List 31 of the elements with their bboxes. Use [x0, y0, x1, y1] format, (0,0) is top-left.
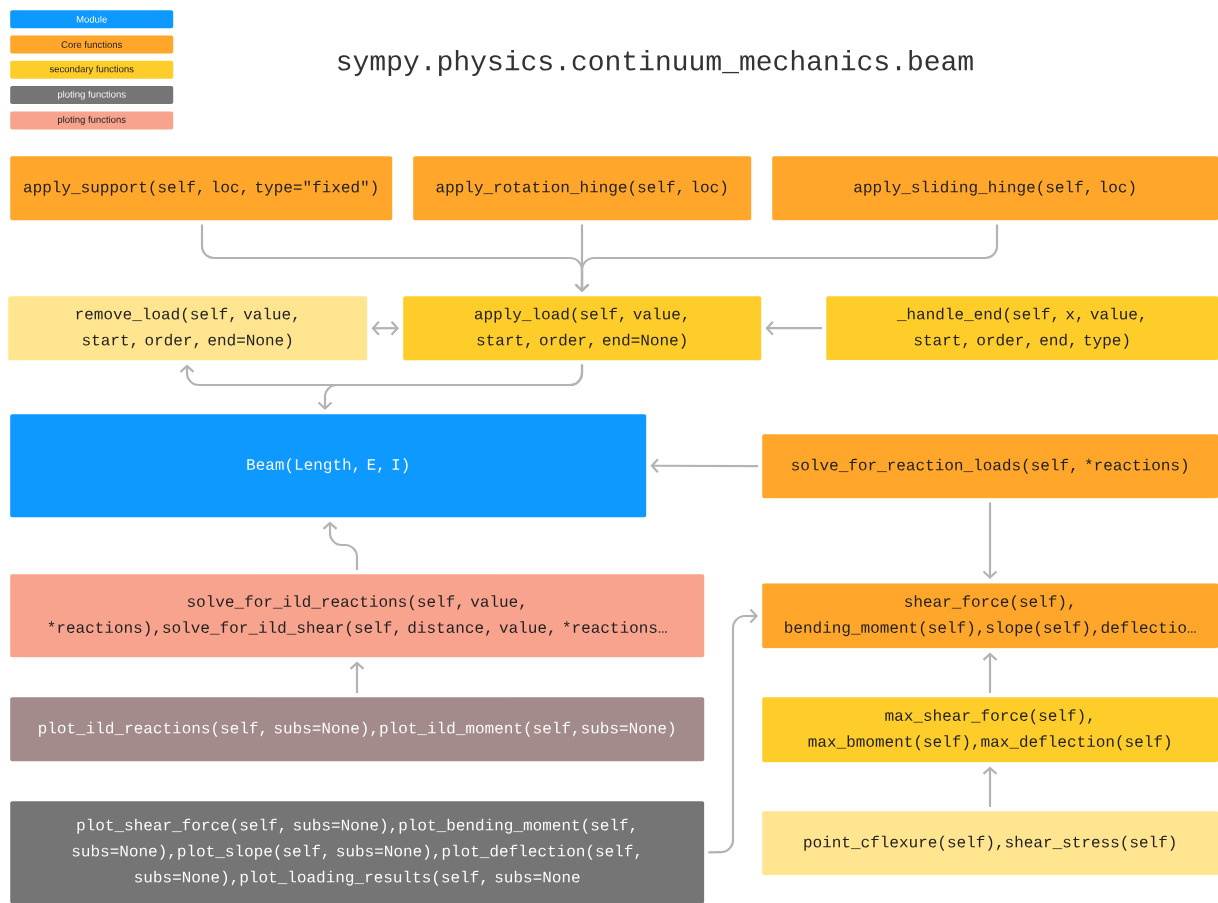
arrow [982, 766, 998, 807]
function-box: solve_for_reaction_loads(self, *reactions) [762, 434, 1218, 499]
arrow [371, 320, 399, 336]
arrow [317, 364, 584, 410]
arrow [982, 502, 998, 579]
function-box: apply_sliding_hinge(self, loc) [772, 156, 1218, 221]
legend-item: ploting functions [10, 111, 174, 130]
function-box: plot_shear_force(self, subs=None),plot_bending_moment(self, subs=None),plot_slope(self, subs=None),plot_deflection(self, subs=None),plot_loading_results(self, subs=None [10, 801, 705, 903]
arrow [765, 320, 822, 336]
function-box: plot_ild_reactions(self, subs=None),plot_ild_moment(self,subs=None) [10, 697, 705, 762]
function-box: apply_support(self, loc, type="fixed") [10, 156, 393, 221]
function-box: apply_load(self, value, start, order, end=None) [403, 296, 762, 361]
function-box: point_cflexure(self),shear_stress(self) [762, 811, 1218, 876]
legend-item: ploting functions [10, 86, 174, 105]
arrow [708, 608, 758, 854]
function-box: max_shear_force(self), max_bmoment(self),max_deflection(self) [762, 697, 1218, 763]
legend-item: secondary functions [10, 60, 174, 79]
arrow [349, 661, 365, 693]
title: sympy.physics.continuum_mechanics.beam [338, 49, 973, 77]
function-box: apply_rotation_hinge(self, loc) [413, 156, 752, 221]
arrow [322, 521, 359, 570]
function-box: shear_force(self), bending_moment(self),slope(self),deflectio… [762, 583, 1218, 649]
legend-item: Module [10, 10, 174, 29]
function-box: remove_load(self, value, start, order, end=None) [8, 296, 368, 361]
function-box: Beam(Length, E, I) [10, 414, 647, 518]
arrow [574, 224, 999, 292]
arrow [982, 652, 998, 693]
arrow [650, 458, 758, 473]
function-box: _handle_end(self, x, value, start, order, end, type) [826, 296, 1218, 361]
legend-item: Core functions [10, 35, 174, 54]
function-box: solve_for_ild_reactions(self, value, *reactions),solve_for_ild_shear(self, distance, value, *reactions… [10, 574, 705, 658]
